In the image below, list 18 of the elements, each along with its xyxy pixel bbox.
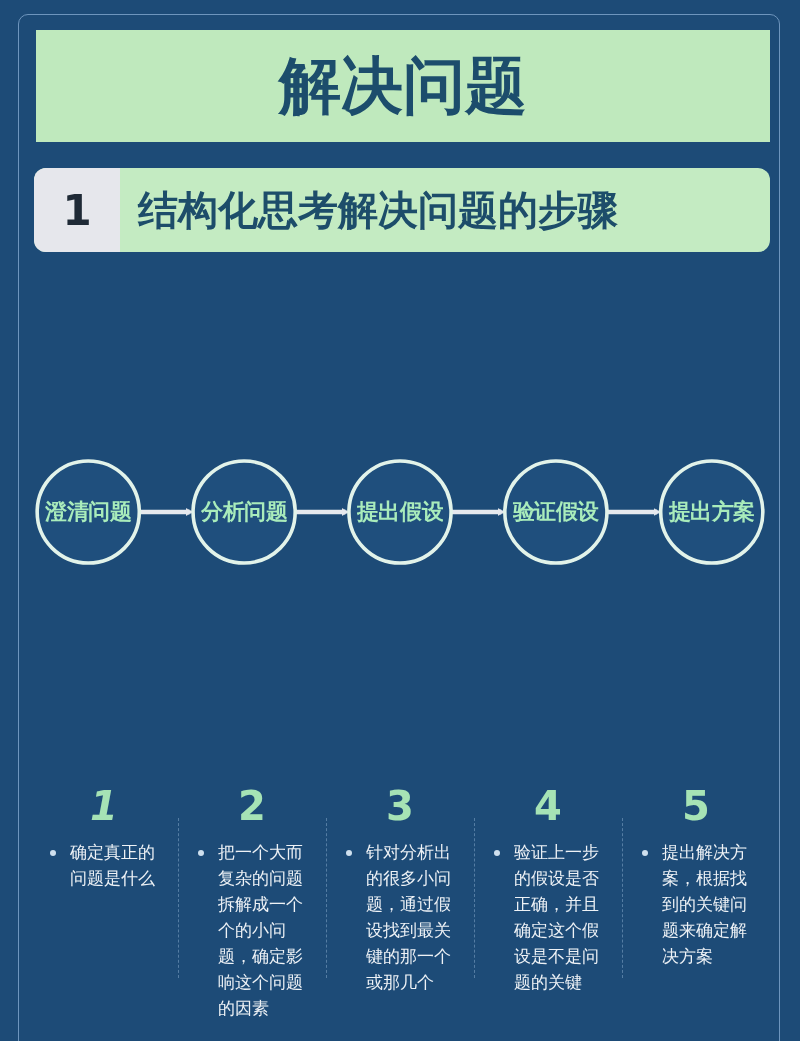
- step-number: 4: [533, 782, 563, 830]
- step-circle: 澄清问题: [35, 459, 142, 565]
- step-description: 确定真正的问题是什么: [70, 842, 156, 890]
- step-description: 验证上一步的假设是否正确，并且确定这个假设是不是问题的关键: [514, 842, 600, 994]
- title: 解决问题: [36, 30, 770, 142]
- step-description: 针对分析出的很多小问题，通过假设找到最关键的那一个或那几个: [366, 842, 452, 994]
- step-description: 把一个大而复杂的问题拆解成一个个的小问题，确定影响这个问题的因素: [218, 842, 304, 1020]
- step-circle: 分析问题: [191, 459, 297, 565]
- step-circle: 提出假设: [347, 459, 453, 565]
- step-number: 2: [237, 782, 267, 830]
- section-number: 1: [34, 168, 120, 252]
- step-number: 5: [681, 782, 711, 830]
- step-number: 3: [385, 782, 415, 830]
- step-description: 提出解决方案，根据找到的关键问题来确定解决方案: [662, 842, 748, 968]
- step-circle: 提出方案: [658, 459, 765, 565]
- step-circle: 验证假设: [503, 459, 609, 565]
- step-number: 1: [89, 782, 119, 830]
- section-heading: 结构化思考解决问题的步骤: [138, 185, 618, 235]
